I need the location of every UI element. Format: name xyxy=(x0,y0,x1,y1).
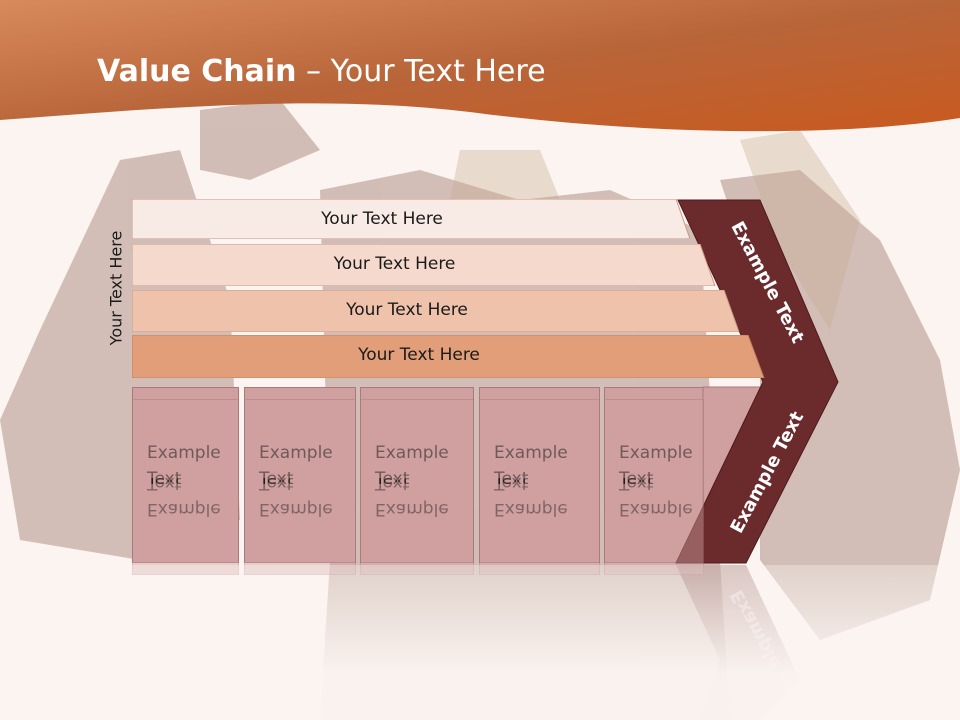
column-1-line2: Text xyxy=(147,469,182,489)
column-5[interactable]: Example Text xyxy=(604,387,704,563)
chain-bar-3[interactable]: Your Text Here xyxy=(132,290,742,332)
title-rest: – Your Text Here xyxy=(296,54,546,89)
chain-bar-1[interactable]: Your Text Here xyxy=(132,199,692,239)
vertical-side-label: Your Text Here xyxy=(106,230,126,346)
chain-bar-1-label: Your Text Here xyxy=(321,209,443,229)
column-2-line2: Text xyxy=(259,469,294,489)
column-1-line1: Example xyxy=(147,443,221,463)
column-2-line1: Example xyxy=(259,443,333,463)
column-5-line1: Example xyxy=(619,443,693,463)
chain-bar-4[interactable]: Your Text Here xyxy=(132,335,766,378)
column-4[interactable]: Example Text xyxy=(479,387,600,563)
header-band xyxy=(0,0,960,132)
title-bold: Value Chain xyxy=(97,54,297,89)
chain-bar-2[interactable]: Your Text Here xyxy=(132,244,717,286)
column-2[interactable]: Example Text xyxy=(244,387,356,563)
column-3[interactable]: Example Text xyxy=(360,387,474,563)
column-1[interactable]: Example Text xyxy=(132,387,239,563)
slide-title: Value Chain – Your Text Here xyxy=(97,54,546,89)
column-5-line2: Text xyxy=(619,469,654,489)
column-3-line2: Text xyxy=(375,469,410,489)
chain-bar-4-label: Your Text Here xyxy=(358,345,480,365)
column-4-line1: Example xyxy=(494,443,568,463)
column-4-line2: Text xyxy=(494,469,529,489)
chain-bar-2-label: Your Text Here xyxy=(333,254,456,274)
chain-bar-3-label: Your Text Here xyxy=(346,300,468,320)
column-3-line1: Example xyxy=(375,443,449,463)
